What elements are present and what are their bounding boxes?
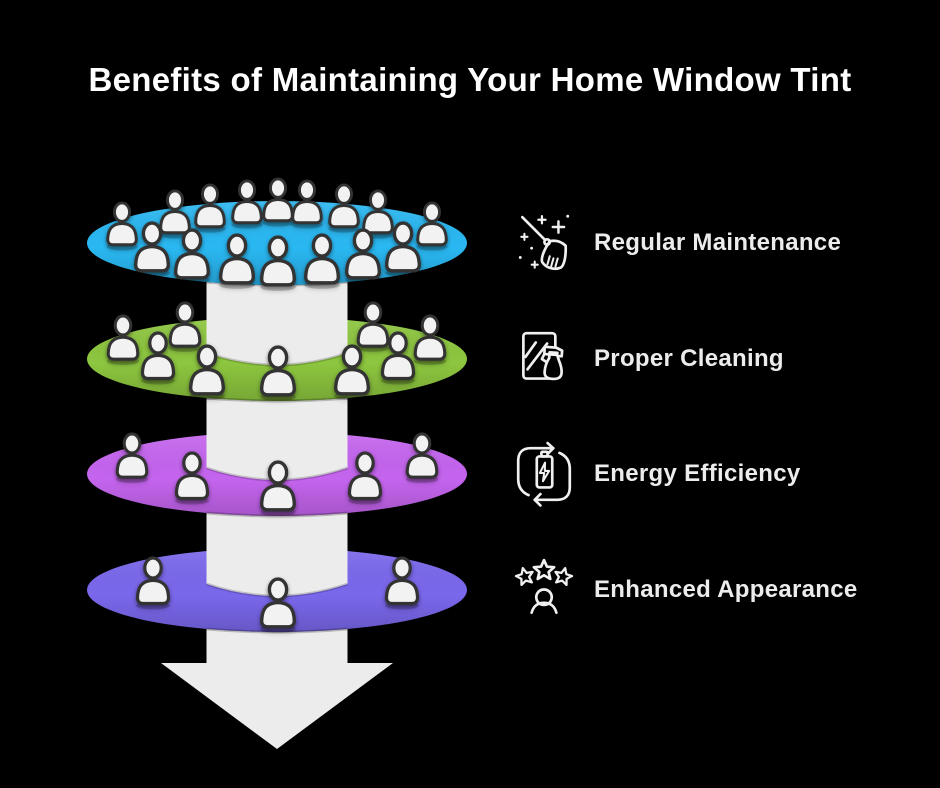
window-spray-icon (511, 326, 577, 392)
stars-person-icon (511, 557, 577, 623)
page-title: Benefits of Maintaining Your Home Window… (88, 61, 852, 98)
people-group-level-2 (106, 301, 447, 401)
benefit-label: Regular Maintenance (594, 229, 842, 256)
benefit-label: Enhanced Appearance (594, 576, 858, 603)
people-group-level-3 (115, 432, 439, 516)
benefit-label: Energy Efficiency (594, 460, 801, 487)
down-arrow (161, 629, 393, 749)
benefit-label: Proper Cleaning (594, 345, 784, 372)
arrow-shaft-segment (206, 398, 348, 480)
benefit-row-regular-maintenance: Regular Maintenance (511, 210, 841, 276)
arrow-shaft-segment (206, 282, 348, 365)
benefit-row-enhanced-appearance: Enhanced Appearance (511, 557, 858, 623)
arrow-shaft-segment (206, 513, 348, 596)
people-group-level-4 (135, 556, 420, 633)
benefit-row-energy-efficiency: Energy Efficiency (511, 441, 801, 507)
benefit-row-proper-cleaning: Proper Cleaning (511, 326, 784, 392)
people-group-level-1 (106, 177, 448, 291)
battery-cycle-icon (511, 441, 577, 507)
broom-sparkles-icon (511, 210, 577, 276)
